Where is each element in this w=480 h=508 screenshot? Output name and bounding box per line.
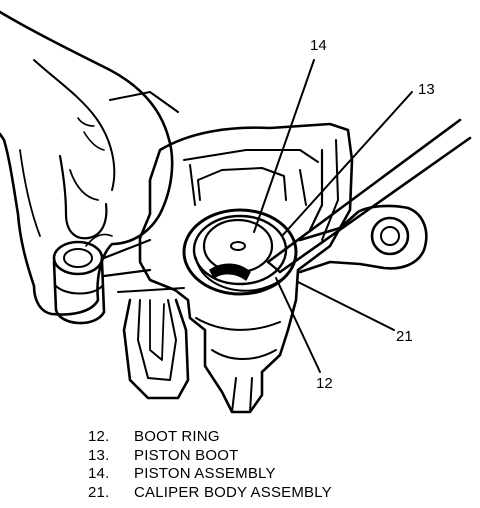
legend-item: 12. BOOT RING bbox=[88, 428, 332, 447]
legend-number: 12. bbox=[88, 428, 110, 445]
legend-number: 21. bbox=[88, 483, 110, 501]
legend-label: BOOT RING bbox=[134, 428, 220, 445]
caliper-illustration: 14 13 21 12 bbox=[0, 10, 472, 414]
legend-number: 13. bbox=[88, 446, 110, 464]
pry-tool bbox=[266, 118, 472, 274]
hand-illustration bbox=[0, 10, 179, 316]
legend-number: 14. bbox=[88, 465, 110, 482]
callout-13: 13 bbox=[418, 81, 435, 98]
legend-label: PISTON BOOT bbox=[134, 446, 239, 464]
legend-label: PISTON ASSEMBLY bbox=[134, 465, 276, 482]
boot-ring bbox=[195, 257, 295, 292]
caliper-body bbox=[138, 122, 354, 414]
callout-21: 21 bbox=[396, 328, 413, 345]
guide-pin bbox=[52, 238, 152, 325]
legend-label: CALIPER BODY ASSEMBLY bbox=[134, 483, 332, 501]
mounting-bracket bbox=[298, 204, 428, 274]
leader-lines bbox=[253, 59, 413, 373]
callout-12: 12 bbox=[316, 375, 333, 392]
legend-item: 13. PISTON BOOT bbox=[88, 447, 332, 466]
legend-item: 14. PISTON ASSEMBLY bbox=[88, 465, 332, 484]
caliper-arm bbox=[117, 287, 190, 400]
parts-legend: 12. BOOT RING 13. PISTON BOOT 14. PISTON… bbox=[88, 428, 332, 502]
callout-14: 14 bbox=[310, 37, 327, 54]
legend-item: 21. CALIPER BODY ASSEMBLY bbox=[88, 484, 332, 503]
